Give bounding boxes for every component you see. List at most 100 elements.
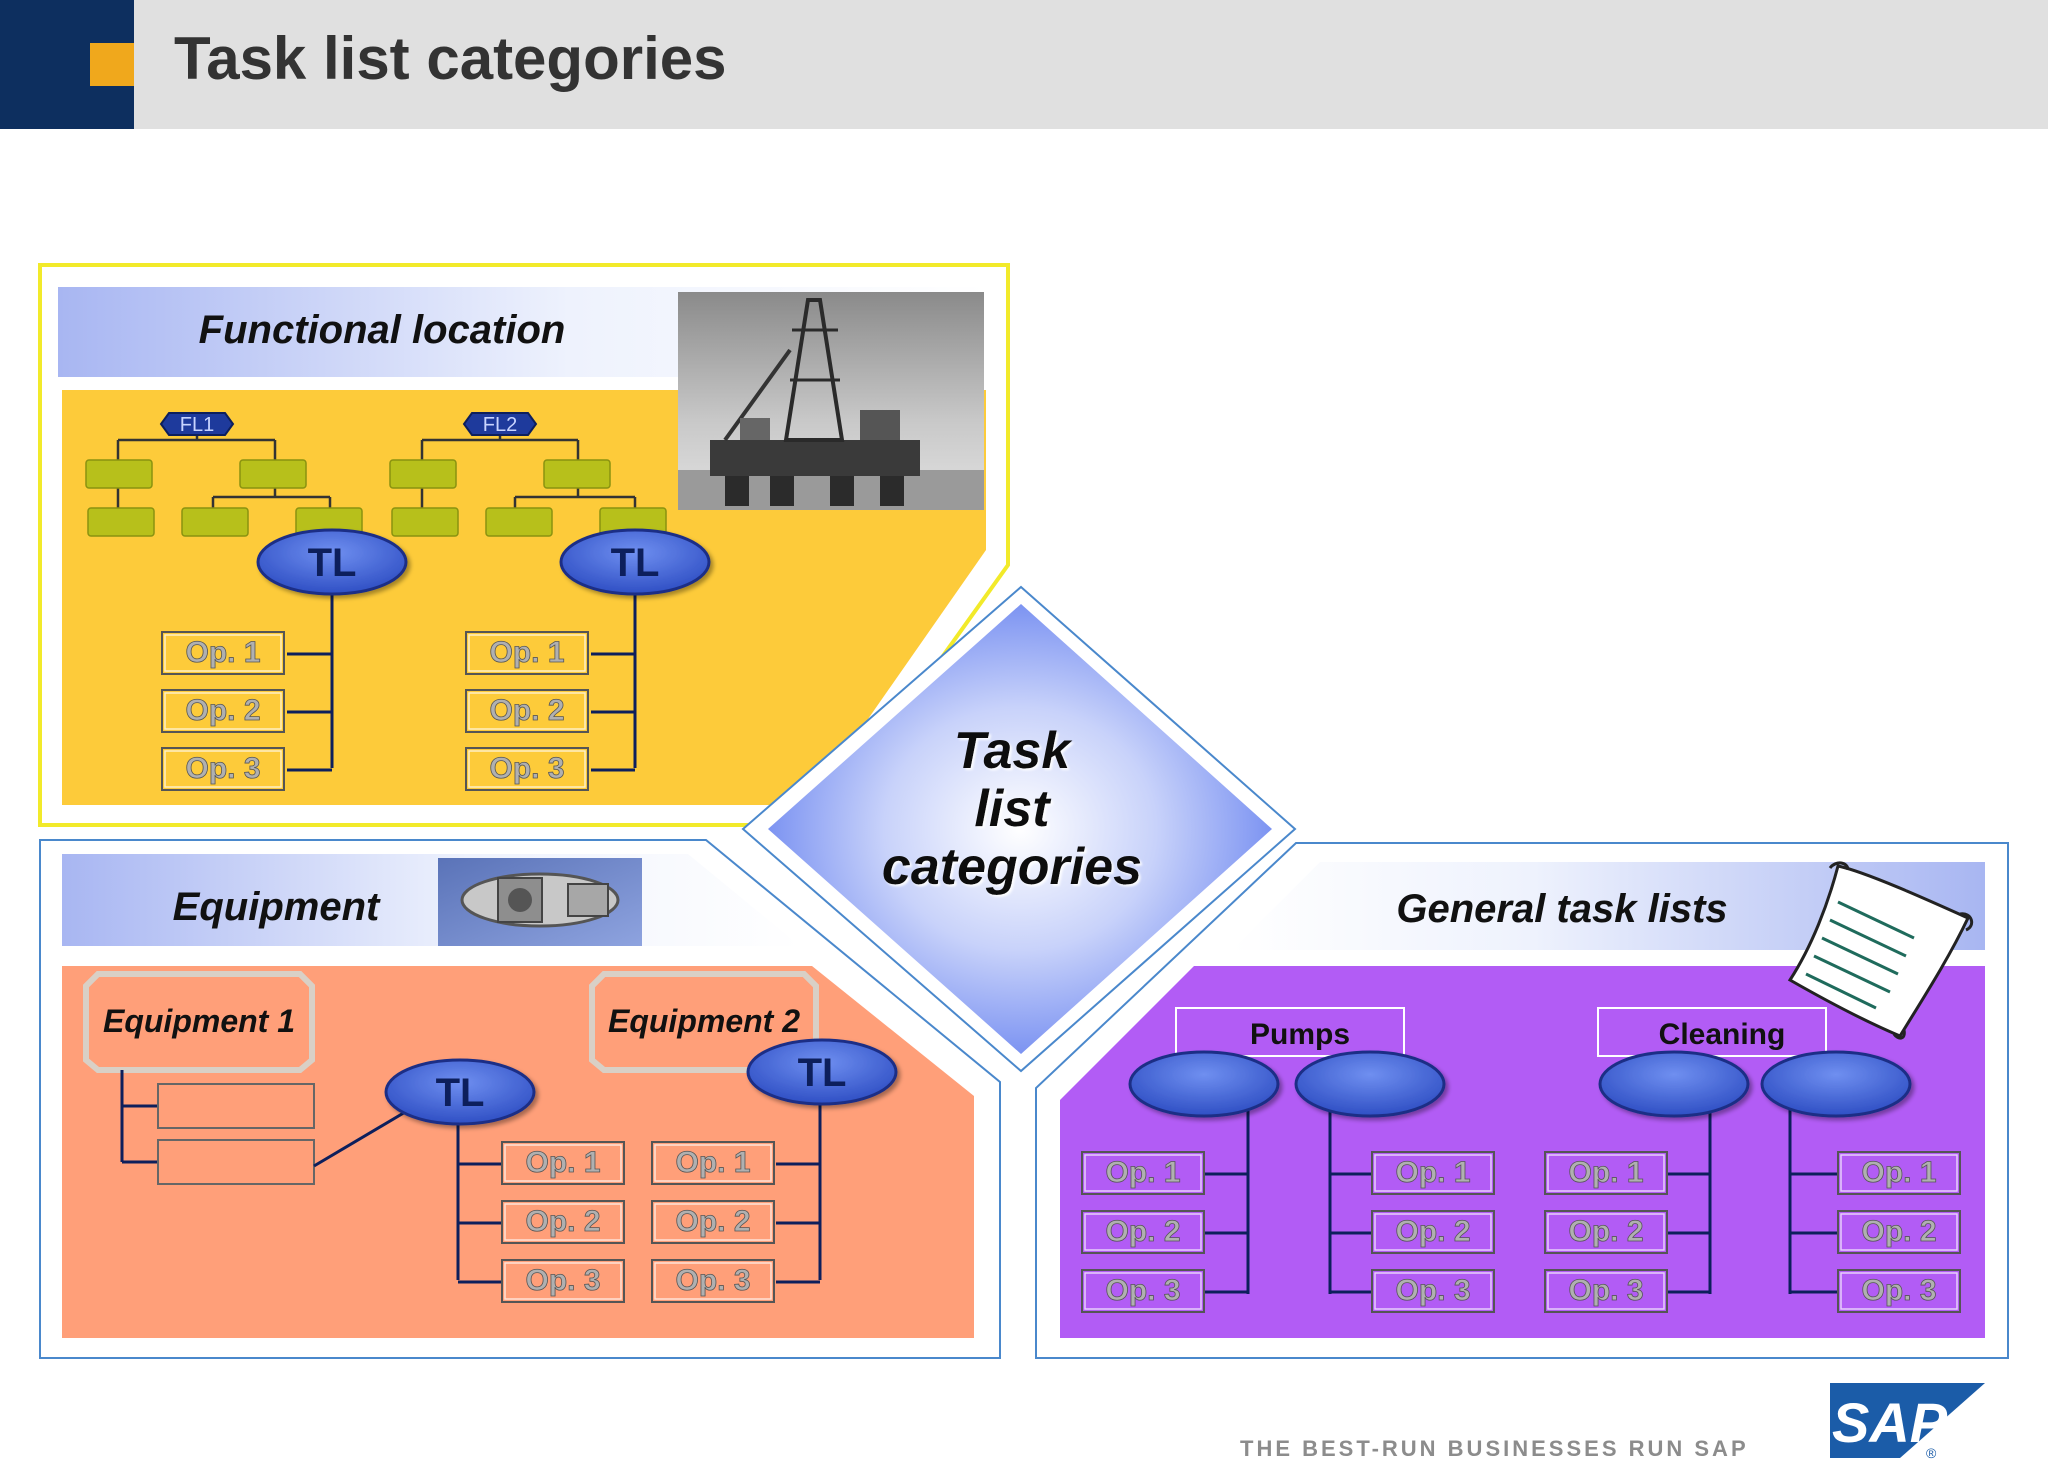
operation-box <box>1544 1151 1668 1195</box>
operation-label: Op. 3 <box>489 752 564 785</box>
equipment-photo <box>438 858 642 946</box>
operation-box <box>161 631 285 675</box>
equipment-label: Equipment 2 <box>608 1003 800 1039</box>
center-title-line1: Task <box>954 722 1074 780</box>
task-list-node <box>1128 1050 1280 1118</box>
task-list-node <box>1598 1050 1750 1118</box>
operation-label: Op. 1 <box>1568 1156 1643 1189</box>
operation-box <box>1837 1151 1961 1195</box>
operation-label: Op. 2 <box>1568 1215 1643 1248</box>
operation-label: Op. 1 <box>1395 1156 1470 1189</box>
fl-tag <box>462 412 538 436</box>
operation-box <box>651 1259 775 1303</box>
operation-label: Op. 2 <box>489 694 564 727</box>
group-label: Cleaning <box>1659 1018 1786 1051</box>
operation-box <box>1544 1269 1668 1313</box>
fl-node <box>485 507 553 537</box>
operation-label: Op. 2 <box>525 1205 600 1238</box>
operation-box <box>501 1200 625 1244</box>
operation-box <box>501 1141 625 1185</box>
operation-box-bevel <box>1840 1272 1958 1310</box>
fl-node <box>391 507 459 537</box>
equipment-component-box <box>157 1139 315 1185</box>
fl-node <box>181 507 249 537</box>
center-diamond: Task list categories <box>741 585 1297 1073</box>
operation-box <box>1081 1210 1205 1254</box>
operation-box-bevel <box>1084 1213 1202 1251</box>
fl-node <box>389 459 457 489</box>
task-list-label: TL <box>798 1051 847 1095</box>
center-title-line3: categories <box>882 838 1142 896</box>
fl-title: Functional location <box>199 308 566 352</box>
equipment-content: Equipment 1 Equipment 2 Op. 1 Op. 1 Op. 2 Op.… <box>83 971 898 1303</box>
operation-box <box>465 631 589 675</box>
operation-box-bevel <box>1374 1154 1492 1192</box>
equipment-label: Equipment 1 <box>103 1003 295 1039</box>
page-title: Task list categories <box>174 25 727 92</box>
fl-labels: FL1 FL2 <box>159 412 538 436</box>
header-bar <box>134 0 2048 129</box>
operation-box-bevel <box>1374 1272 1492 1310</box>
operation-box <box>465 689 589 733</box>
operation-label: Op. 3 <box>1861 1274 1936 1307</box>
operation-box <box>1081 1269 1205 1313</box>
operation-box <box>501 1259 625 1303</box>
operation-box-bevel <box>654 1262 772 1300</box>
operation-box <box>651 1141 775 1185</box>
operation-box-bevel <box>468 750 586 788</box>
operation-label: Op. 1 <box>185 636 260 669</box>
sap-logo: SAP ® <box>1830 1383 1985 1461</box>
operation-label: Op. 2 <box>1861 1215 1936 1248</box>
operation-box-bevel <box>164 634 282 672</box>
task-list-node <box>256 528 408 596</box>
fl-tag-label: FL1 <box>180 414 214 436</box>
center-title-line2: list <box>974 780 1052 838</box>
operation-box <box>465 747 589 791</box>
operation-box <box>1371 1151 1495 1195</box>
equipment-component-box <box>157 1083 315 1129</box>
task-list-node <box>1760 1050 1912 1118</box>
equipment-tag <box>83 971 315 1073</box>
group-label: Pumps <box>1250 1018 1350 1051</box>
operation-label: Op. 2 <box>1105 1215 1180 1248</box>
operation-box <box>1544 1210 1668 1254</box>
operation-box <box>651 1200 775 1244</box>
operation-label: Op. 3 <box>525 1264 600 1297</box>
operation-box-bevel <box>504 1144 622 1182</box>
functional-location-section: Functional location <box>38 263 1010 827</box>
operation-box-bevel <box>1840 1213 1958 1251</box>
operation-label: Op. 2 <box>675 1205 750 1238</box>
operation-box-bevel <box>1374 1213 1492 1251</box>
operation-label: Op. 1 <box>1105 1156 1180 1189</box>
operation-box-bevel <box>1840 1154 1958 1192</box>
operation-box-bevel <box>1547 1272 1665 1310</box>
operation-box-bevel <box>468 692 586 730</box>
operation-label: Op. 3 <box>1395 1274 1470 1307</box>
operation-label: Op. 2 <box>1395 1215 1470 1248</box>
fl-node <box>543 459 611 489</box>
scroll-icon <box>1787 861 1974 1040</box>
fl-tag <box>159 412 235 436</box>
footer-tagline: THE BEST-RUN BUSINESSES RUN SAP <box>1240 1436 1749 1461</box>
operation-label: Op. 1 <box>675 1146 750 1179</box>
operation-label: Op. 1 <box>525 1146 600 1179</box>
equipment-title: Equipment <box>173 885 381 929</box>
operation-box-bevel <box>164 692 282 730</box>
operation-box <box>1837 1269 1961 1313</box>
task-list-node <box>1294 1050 1446 1118</box>
operation-label: Op. 3 <box>1568 1274 1643 1307</box>
general-title: General task lists <box>1396 887 1727 931</box>
fl-node <box>85 459 153 489</box>
operation-box <box>1837 1210 1961 1254</box>
task-list-label: TL <box>611 541 660 585</box>
task-list-node <box>559 528 711 596</box>
fl-tag-label: FL2 <box>483 414 517 436</box>
operation-box-bevel <box>654 1203 772 1241</box>
operation-box-bevel <box>504 1262 622 1300</box>
connector-line <box>313 1106 413 1168</box>
operation-box <box>161 689 285 733</box>
fl-node <box>87 507 155 537</box>
